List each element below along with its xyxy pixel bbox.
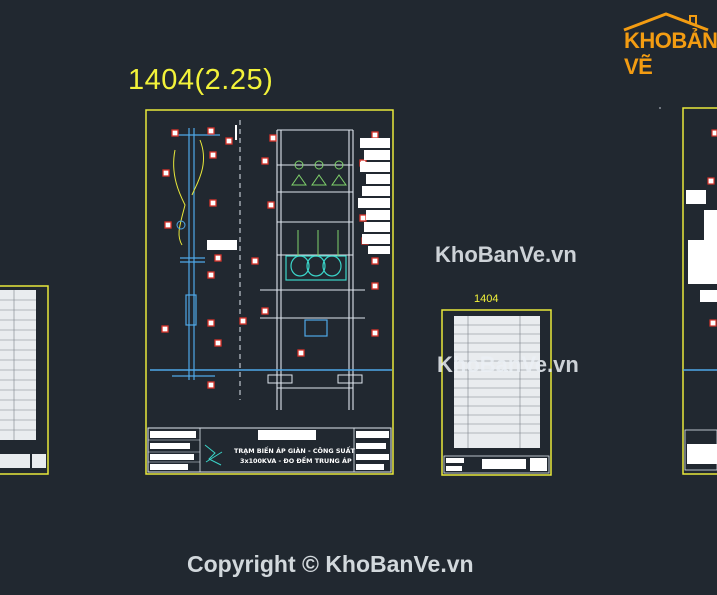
left-table-sheet xyxy=(0,285,49,475)
right-partial-sheet xyxy=(682,107,717,475)
house-roof-icon xyxy=(623,12,709,32)
logo-text-banve: BẢN VẼ xyxy=(624,28,717,79)
copyright-text: Copyright © KhoBanVe.vn xyxy=(187,551,474,577)
title-block-line-1: TRẠM BIẾN ÁP GIÀN - CÔNG SUẤT xyxy=(234,447,355,455)
site-logo[interactable]: KHOBẢN VẼ xyxy=(620,10,717,79)
watermark-text: KhoBanVe.vn xyxy=(437,352,579,377)
center-table-sheet xyxy=(441,309,552,476)
logo-text-kho: KHO xyxy=(624,28,672,53)
main-drawing-sheet xyxy=(145,109,394,475)
drawing-title: 1404(2.25) xyxy=(128,64,274,96)
table-label: 1404 xyxy=(474,293,499,305)
watermark-text: KhoBanVe.vn xyxy=(435,242,577,267)
title-block-line-2: 3x100KVA - ĐO ĐẾM TRUNG ÁP xyxy=(240,457,352,465)
